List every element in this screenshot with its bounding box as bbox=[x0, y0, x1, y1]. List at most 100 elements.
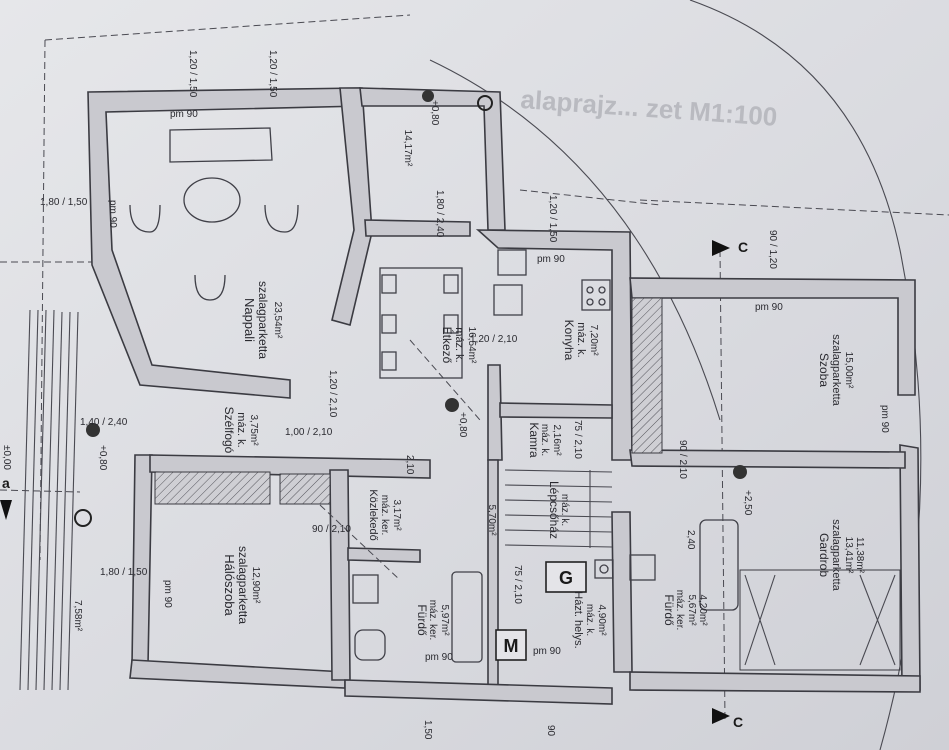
section-arrow-c-top bbox=[712, 240, 730, 256]
dimension-labels: 1,20 / 1,50 1,20 / 1,50 1,20 / 1,50 1,80… bbox=[1, 50, 890, 740]
level-000: ±0,00 bbox=[1, 445, 12, 470]
room-area-furdo1: 5,97m² bbox=[439, 604, 450, 636]
section-c-bottom: C bbox=[733, 714, 743, 730]
dim-140-240: 1,40 / 2,40 bbox=[80, 417, 128, 428]
pm90-nappali: pm 90 bbox=[170, 109, 198, 120]
section-line-c bbox=[719, 249, 726, 721]
room-floor-lepcsohaz: máz. k. bbox=[559, 494, 570, 526]
dim-240: 2,40 bbox=[685, 530, 696, 550]
gardrob-closet bbox=[739, 569, 901, 671]
pm90-left: pm 90 bbox=[107, 200, 118, 228]
dim-120-150-b: 1,20 / 1,50 bbox=[267, 50, 278, 98]
hatch-wall-left bbox=[154, 471, 271, 505]
room-floor-gardrob: szalagparketta bbox=[830, 519, 842, 591]
room-labels: Nappali szalagparketta 23,54m² Étkező má… bbox=[222, 130, 865, 649]
room-floor-konyha: máz. k. bbox=[575, 322, 587, 357]
room-name-lepcsohaz: Lépcsőház bbox=[547, 481, 561, 539]
room-name-kozlekedo: Közlekedő bbox=[367, 489, 379, 540]
dim-180-150-bottom: 1,80 / 1,50 bbox=[100, 567, 148, 578]
room-floor-haloszoba: szalagparketta bbox=[236, 546, 250, 624]
dim-180-240: 1,80 / 2,40 bbox=[434, 190, 445, 238]
room-area-kamra: 2,16m² bbox=[551, 424, 562, 456]
room-area-kozlekedo: 3,17m² bbox=[391, 499, 402, 531]
walls bbox=[87, 87, 921, 705]
level-080-mid: +0,80 bbox=[457, 412, 468, 438]
room-name-etkezo: Étkező bbox=[440, 327, 455, 364]
dim-100-210: 1,00 / 2,10 bbox=[285, 427, 333, 438]
room-area-etkezo: 16,54m² bbox=[466, 327, 477, 364]
dim-120-150-a: 1,20 / 1,50 bbox=[187, 50, 198, 98]
room-area2-furdo2: 4,20m² bbox=[697, 594, 708, 626]
level-080-top: +0,80 bbox=[429, 100, 440, 126]
pm90-konyha: pm 90 bbox=[537, 254, 565, 265]
room-name-nappali: Nappali bbox=[242, 298, 257, 342]
hatch-wall-right bbox=[631, 297, 663, 454]
room-name-furdo2: Fürdő bbox=[662, 594, 676, 626]
dim-75-210-a: 75 / 2,10 bbox=[572, 420, 583, 459]
room-area-haloszoba: 12,90m² bbox=[250, 567, 261, 604]
dim-180-150-left: 1,80 / 1,50 bbox=[40, 197, 88, 208]
pm90-furdo: pm 90 bbox=[425, 652, 453, 663]
room-name-szoba: Szoba bbox=[817, 353, 831, 387]
section-arrow-c-bottom bbox=[712, 708, 730, 724]
room-name-kamra: Kamra bbox=[527, 422, 541, 458]
room-name-haztartasi: Házt. helys. bbox=[572, 591, 584, 648]
room-area-szoba: 15,00m² bbox=[843, 352, 854, 389]
room-area-top: 14,17m² bbox=[402, 130, 413, 167]
room-floor-kamra: máz. k. bbox=[539, 424, 550, 456]
area-758: 7,58m² bbox=[72, 600, 83, 632]
level-250: +2,50 bbox=[742, 490, 753, 516]
room-area-szelfogo: 3,75m² bbox=[248, 414, 259, 446]
inner-arc bbox=[429, 59, 721, 421]
section-a-label: a bbox=[2, 475, 10, 491]
dim-90-210-b: 90 / 2,10 bbox=[677, 440, 688, 479]
dim-150-bottom: 1,50 bbox=[422, 720, 433, 740]
g-symbol: G bbox=[559, 568, 573, 588]
dash-boundary-top bbox=[44, 14, 411, 41]
section-line-a bbox=[0, 489, 81, 493]
room-floor-szoba: szalagparketta bbox=[830, 334, 842, 406]
room-area2-gardrob: 11,38m² bbox=[854, 537, 865, 574]
pm90-haztartasi: pm 90 bbox=[533, 646, 561, 657]
room-floor-nappali: szalagparketta bbox=[256, 281, 270, 359]
room-area-haztartasi: 4,90m² bbox=[596, 604, 607, 636]
room-name-furdo1: Fürdő bbox=[415, 604, 429, 636]
section-arrow-a bbox=[0, 500, 12, 520]
level-080-left: +0,80 bbox=[97, 445, 108, 471]
room-name-haloszoba: Hálószoba bbox=[222, 554, 237, 616]
g-symbol-box bbox=[545, 561, 587, 593]
pm90-right: pm 90 bbox=[879, 405, 890, 433]
pm90-halo: pm 90 bbox=[162, 580, 173, 608]
m-symbol: M bbox=[504, 636, 519, 656]
room-area-furdo2: 5,67m² bbox=[686, 594, 697, 626]
room-floor-haztartasi: máz. k. bbox=[584, 604, 595, 636]
room-floor-furdo1: máz. ker. bbox=[427, 600, 438, 641]
dim-90-210-a: 90 / 2,10 bbox=[312, 524, 351, 535]
closet-cross bbox=[744, 574, 896, 666]
dim-120-210-b: 1,20 / 2,10 bbox=[327, 370, 338, 418]
room-floor-furdo2: máz. ker. bbox=[674, 590, 685, 631]
level-markers bbox=[74, 90, 747, 527]
dim-120-150-c: 1,20 / 1,50 bbox=[547, 195, 558, 243]
dim-210: 2,10 bbox=[404, 455, 415, 475]
room-name-gardrob: Gardrob bbox=[817, 533, 831, 577]
dash-right bbox=[639, 199, 949, 216]
dim-90-bottom: 90 bbox=[545, 725, 556, 737]
furniture bbox=[129, 127, 739, 663]
room-name-konyha: Konyha bbox=[562, 320, 576, 361]
dash-boundary-left bbox=[39, 39, 46, 561]
room-area-lepcsohaz: 5,70m² bbox=[486, 504, 497, 536]
terrace-stripes bbox=[19, 309, 79, 691]
room-name-szelfogo: Szélfogó bbox=[222, 407, 236, 454]
hatch-wall-mid bbox=[279, 473, 331, 505]
room-floor-kozlekedo: máz. ker. bbox=[379, 495, 390, 536]
dim-75-210-b: 75 / 2,10 bbox=[512, 565, 523, 604]
stairs bbox=[504, 469, 613, 548]
pm90-szoba: pm 90 bbox=[755, 302, 783, 313]
section-c-top: C bbox=[738, 239, 748, 255]
room-floor-szelfogo: máz. k. bbox=[235, 412, 247, 447]
room-floor-etkezo: máz. k. bbox=[453, 327, 465, 362]
dim-120-210-a: 1,20 / 2,10 bbox=[470, 334, 518, 345]
room-area-gardrob: 13,41m² bbox=[843, 537, 854, 574]
